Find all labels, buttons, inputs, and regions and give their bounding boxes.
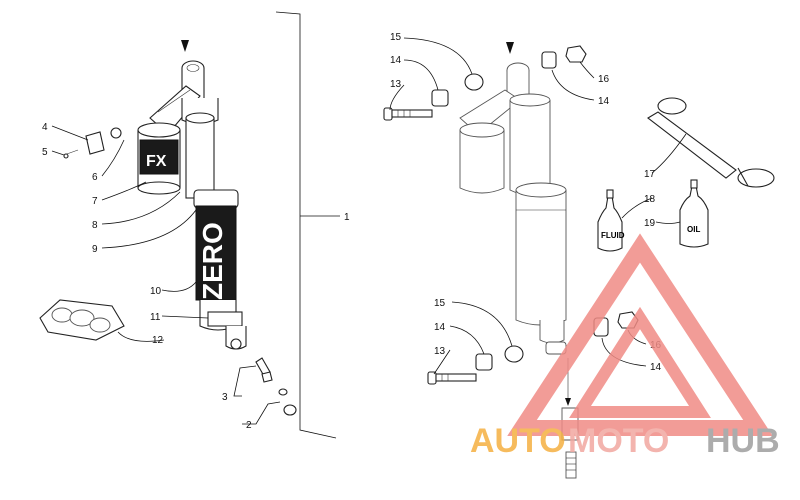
left-shock-assembly: FX ZERO <box>39 11 337 439</box>
shock-brand-text: ZERO <box>197 222 228 300</box>
callout-9: 9 <box>92 244 98 255</box>
automotohub-watermark: AUTO MOTO HUB <box>470 233 780 460</box>
watermark-moto: MOTO <box>568 422 669 460</box>
callout-17: 17 <box>644 169 656 180</box>
callout-15-bottom: 15 <box>434 298 446 309</box>
callout-5: 5 <box>42 147 48 158</box>
top-arrow-icon-right <box>506 42 514 54</box>
callout-11: 11 <box>150 312 161 323</box>
callout-14-bottom-left: 14 <box>434 322 446 333</box>
right-shock-assembly: FLUID OIL <box>383 37 775 479</box>
callout-14-top-right: 14 <box>598 96 610 107</box>
callout-12: 12 <box>152 335 164 346</box>
callout-10: 10 <box>150 286 162 297</box>
callout-3: 3 <box>222 392 228 403</box>
callout-8: 8 <box>92 220 98 231</box>
callout-14-bottom-right: 14 <box>650 362 662 373</box>
watermark-triangle-outer <box>507 233 773 436</box>
oil-label: OIL <box>687 225 700 234</box>
callout-1: 1 <box>344 212 350 223</box>
callout-14-top-left: 14 <box>390 55 402 66</box>
callout-6: 6 <box>92 172 98 183</box>
left-callouts: 4 5 6 7 8 9 10 11 12 3 2 1 <box>42 122 350 431</box>
callout-18: 18 <box>644 194 656 205</box>
callout-19: 19 <box>644 218 656 229</box>
watermark-auto: AUTO <box>470 422 566 460</box>
svg-text:FX: FX <box>146 153 167 170</box>
callout-2: 2 <box>246 420 252 431</box>
callout-13-top: 13 <box>390 79 402 90</box>
callout-16-top: 16 <box>598 74 610 85</box>
callout-15-top: 15 <box>390 32 402 43</box>
top-arrow-icon <box>181 40 189 52</box>
watermark-triangle-inner <box>569 306 711 418</box>
fluid-label: FLUID <box>601 231 625 240</box>
callout-4: 4 <box>42 122 48 133</box>
callout-7: 7 <box>92 196 98 207</box>
callout-13-bottom: 13 <box>434 346 446 357</box>
watermark-hub: HUB <box>706 422 780 460</box>
